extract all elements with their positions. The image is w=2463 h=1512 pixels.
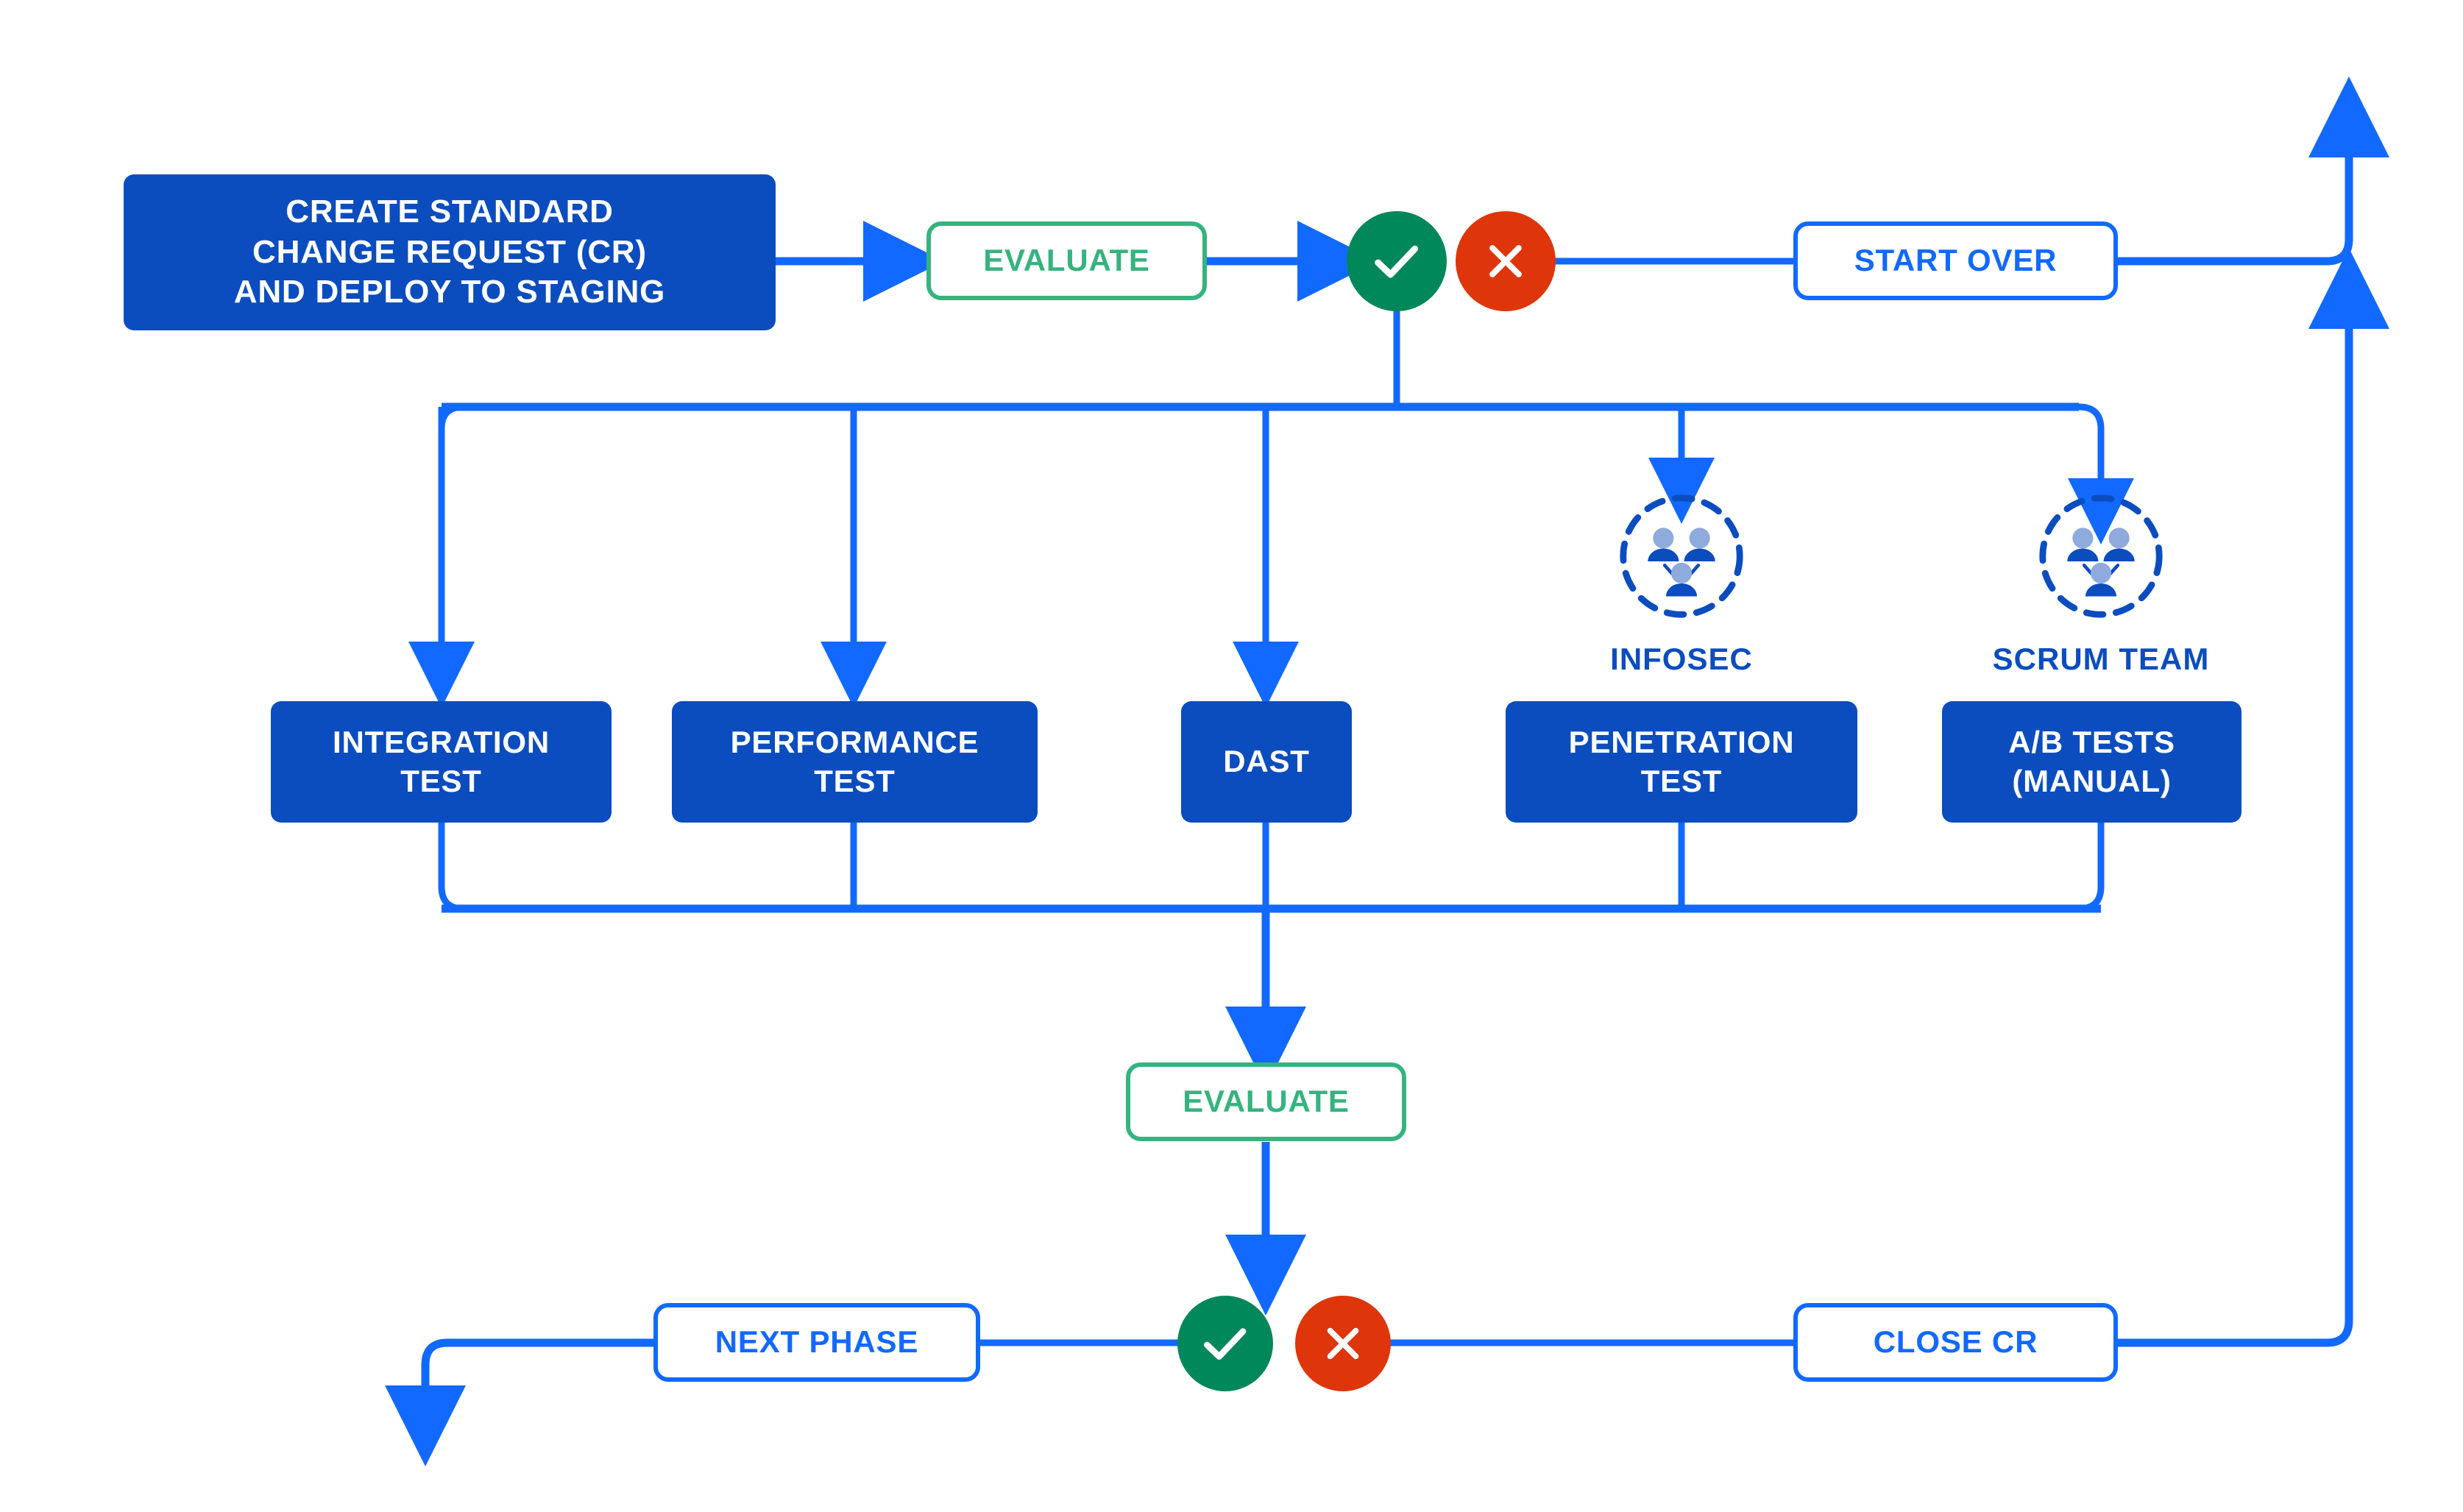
node-integration-test[interactable]: INTEGRATION TEST (271, 701, 612, 823)
fanout-bus (438, 403, 464, 647)
edge-ab-collect (2078, 823, 2105, 912)
node-create-change-request[interactable]: CREATE STANDARD CHANGE REQUEST (CR) AND … (124, 174, 776, 330)
node-performance-test-label: PERFORMANCE TEST (730, 725, 979, 798)
node-next-phase-label: NEXT PHASE (715, 1324, 919, 1360)
check-icon (1375, 245, 1419, 278)
node-evaluate-top[interactable]: EVALUATE (926, 221, 1207, 300)
edge-nextphase-exit (385, 1338, 653, 1466)
marker-reject-bottom[interactable] (1295, 1296, 1391, 1391)
edge-integration-collect (438, 823, 464, 912)
node-close-cr-label: CLOSE CR (1873, 1324, 2038, 1360)
node-ab-tests-label: A/B TESTS (MANUAL) (2008, 725, 2175, 798)
team-scrum-label: SCRUM TEAM (1992, 642, 2210, 676)
node-create-change-request-label: CREATE STANDARD CHANGE REQUEST (CR) AND … (233, 194, 666, 310)
node-close-cr[interactable]: CLOSE CR (1793, 1303, 2118, 1382)
edge-startover-return (2118, 77, 2389, 266)
team-infosec-label: INFOSEC (1610, 642, 1753, 676)
cross-icon (1489, 245, 1522, 277)
node-evaluate-bottom-label: EVALUATE (1183, 1084, 1350, 1119)
marker-approve-top[interactable] (1347, 211, 1447, 311)
node-evaluate-top-label: EVALUATE (983, 243, 1150, 278)
node-performance-test[interactable]: PERFORMANCE TEST (672, 701, 1038, 823)
fanout-bus-right (2068, 403, 2134, 544)
edge-closecr-return (2118, 248, 2389, 1347)
cross-icon (1327, 1327, 1359, 1360)
team-circle-icon (2039, 494, 2163, 618)
check-icon (1204, 1328, 1247, 1360)
marker-reject-top[interactable] (1456, 211, 1556, 311)
node-evaluate-bottom[interactable]: EVALUATE (1126, 1062, 1406, 1141)
team-infosec[interactable] (1617, 491, 1746, 621)
node-integration-test-label: INTEGRATION TEST (332, 725, 550, 798)
node-next-phase[interactable]: NEXT PHASE (653, 1303, 980, 1382)
node-ab-tests[interactable]: A/B TESTS (MANUAL) (1942, 701, 2241, 823)
node-penetration-test-label: PENETRATION TEST (1568, 725, 1795, 798)
node-start-over[interactable]: START OVER (1793, 221, 2118, 300)
node-dast-label: DAST (1223, 744, 1310, 779)
team-scrum[interactable] (2036, 491, 2166, 621)
node-dast[interactable]: DAST (1181, 701, 1352, 823)
team-circle-icon (1620, 494, 1743, 618)
marker-approve-bottom[interactable] (1177, 1296, 1273, 1391)
node-penetration-test[interactable]: PENETRATION TEST (1506, 701, 1857, 823)
node-start-over-label: START OVER (1854, 243, 2058, 278)
